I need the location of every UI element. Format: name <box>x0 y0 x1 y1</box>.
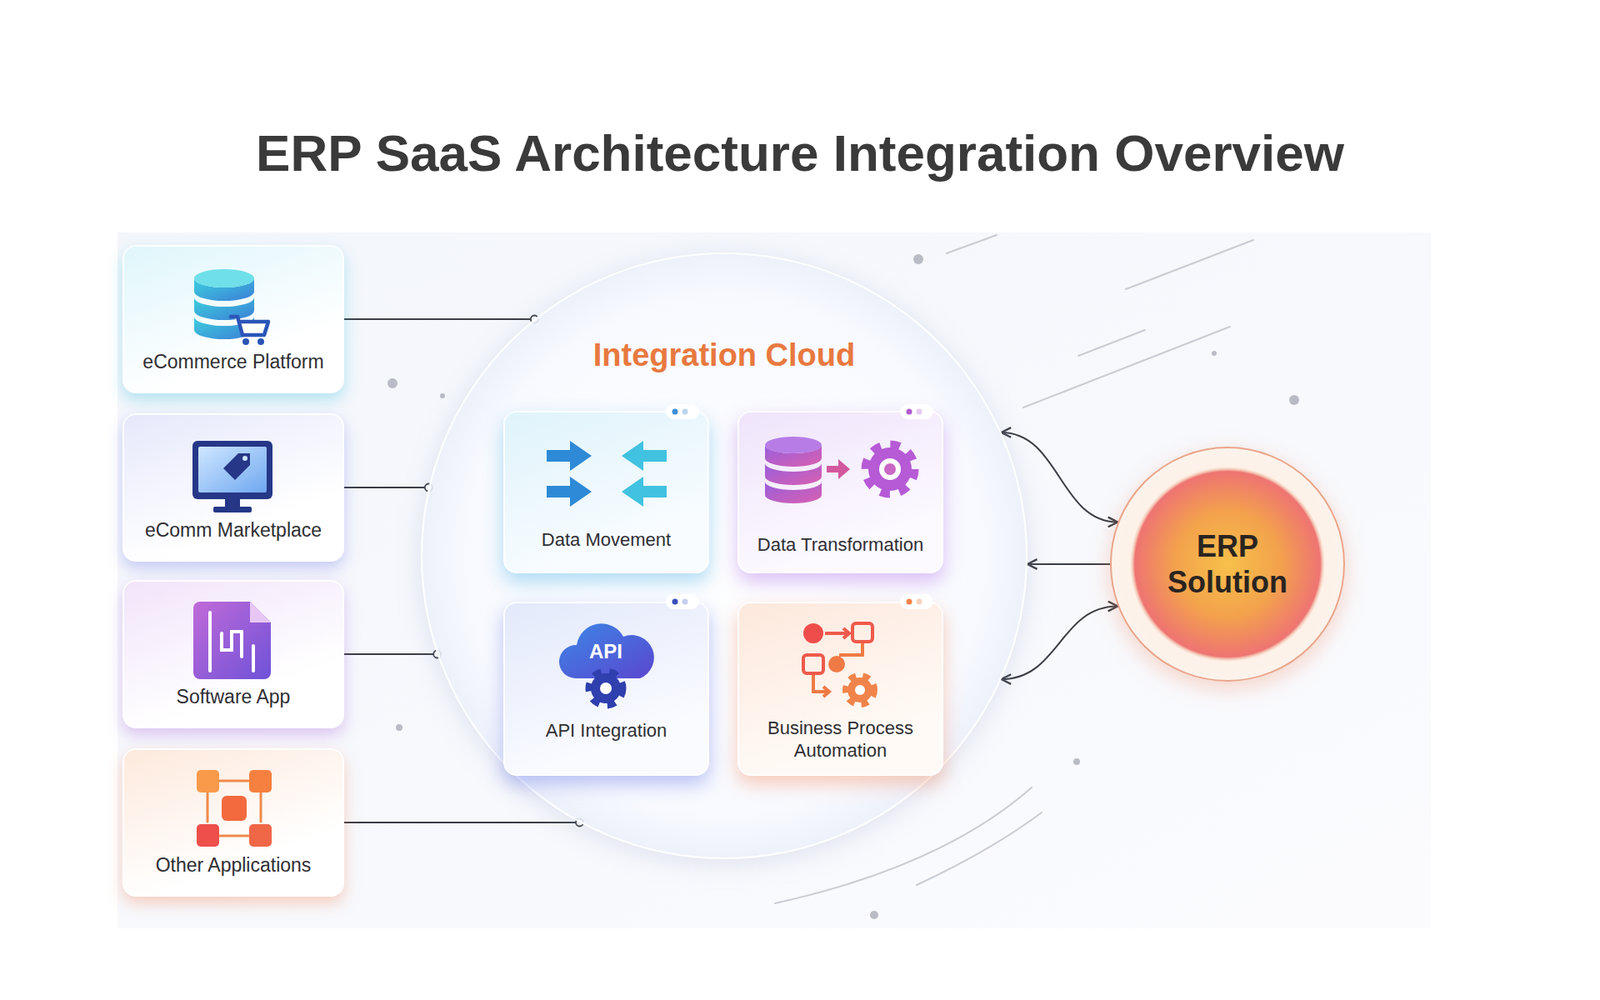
connector <box>344 653 438 655</box>
diagram-title: ERP SaaS Architecture Integration Overvi… <box>0 123 1600 183</box>
box-label: Business Process Automation <box>750 717 930 762</box>
monitor-tag-icon <box>192 440 273 513</box>
box-label: API Integration <box>545 720 668 742</box>
connector <box>344 486 429 489</box>
circle-label: ERP Solution <box>1156 528 1299 600</box>
source-box: Other Applications <box>122 748 345 897</box>
data-transformation-icon <box>765 436 915 504</box>
icon-text: API <box>589 640 623 664</box>
service-box: Data Movement <box>503 410 710 574</box>
integration-cloud: Data Movement Data TransformationAPI Inte… <box>420 252 1028 860</box>
box-label: eCommerce Platform <box>142 350 324 375</box>
group-heading: Integration Cloud <box>593 337 856 374</box>
box-label: Software App <box>176 685 291 710</box>
database-cart-icon <box>194 269 269 345</box>
box-label: Data Movement <box>541 529 671 551</box>
panel <box>117 232 1431 929</box>
connector <box>344 318 535 320</box>
erp-circle: ERP Solution <box>1110 446 1345 682</box>
connector <box>1027 563 1110 565</box>
applications-icon <box>196 770 272 847</box>
box-label: eComm Marketplace <box>145 519 322 543</box>
connector <box>344 821 580 824</box>
box-label: Other Applications <box>155 854 312 878</box>
service-box: Business Process Automation <box>737 601 944 776</box>
api-cloud-icon <box>559 623 655 705</box>
data-movement-icon <box>546 440 667 507</box>
software-app-icon <box>193 601 271 680</box>
box-label: Data Transformation <box>757 534 924 556</box>
toggle-pills <box>665 404 934 610</box>
process-automation-icon <box>803 623 875 705</box>
